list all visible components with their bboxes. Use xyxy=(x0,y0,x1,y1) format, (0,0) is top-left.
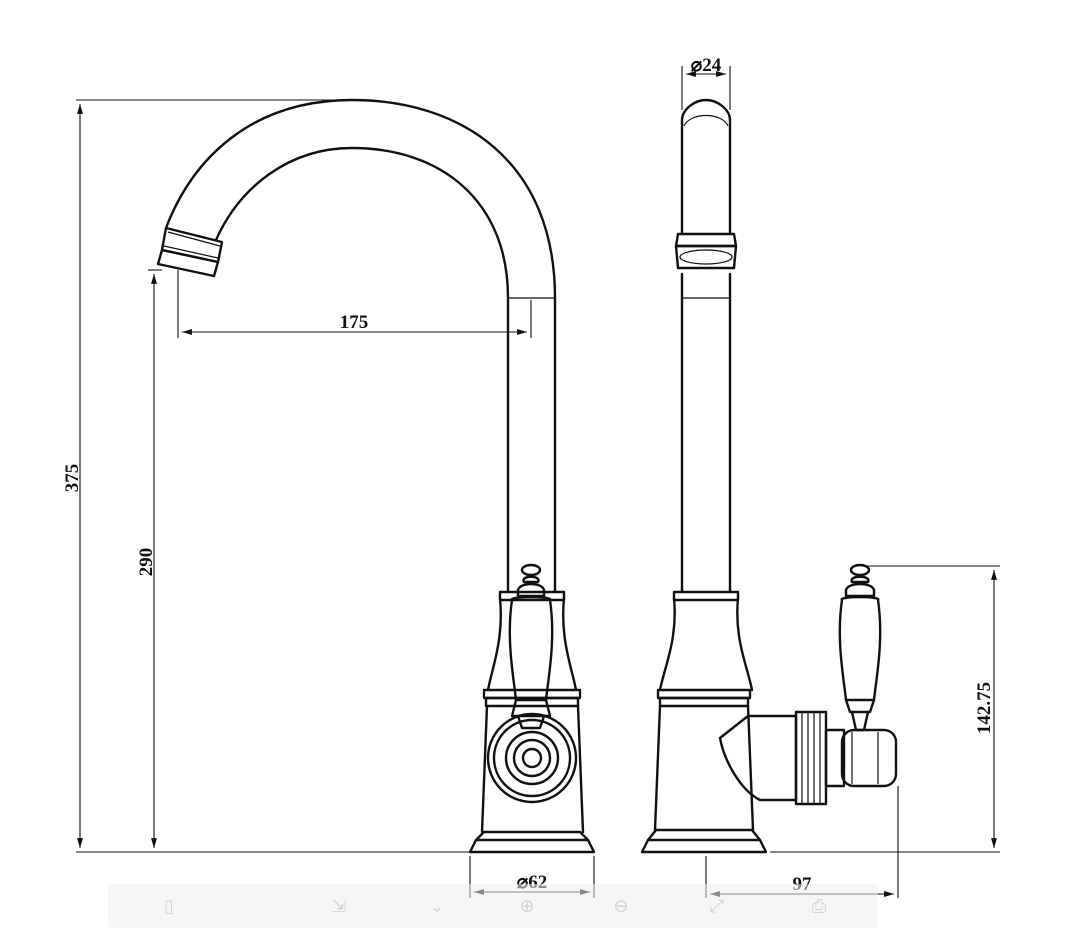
page-icon[interactable]: ▯ xyxy=(164,896,174,917)
zoom-out-icon[interactable]: ⊖ xyxy=(613,896,629,917)
viewer-toolbar: ▯ ⇲ ⌄ ⊕ ⊖ ⤢ ⎙ xyxy=(108,884,878,928)
front-view xyxy=(156,98,596,854)
print-icon[interactable]: ⎙ xyxy=(811,896,827,917)
dim-handle-height: 142.75 xyxy=(974,682,995,734)
expand-icon[interactable]: ⌄ xyxy=(429,896,445,917)
dim-spout-reach: 175 xyxy=(340,312,369,333)
side-view xyxy=(640,98,898,854)
dim-overall-height: 375 xyxy=(62,464,83,493)
dim-spout-height: 290 xyxy=(136,548,157,577)
zoom-in-icon[interactable]: ⊕ xyxy=(519,896,535,917)
dimension-lines xyxy=(76,66,1000,898)
fit-icon[interactable]: ⇲ xyxy=(331,896,347,917)
dim-spout-diameter: ⌀24 xyxy=(691,55,722,76)
fullscreen-icon[interactable]: ⤢ xyxy=(709,896,725,917)
